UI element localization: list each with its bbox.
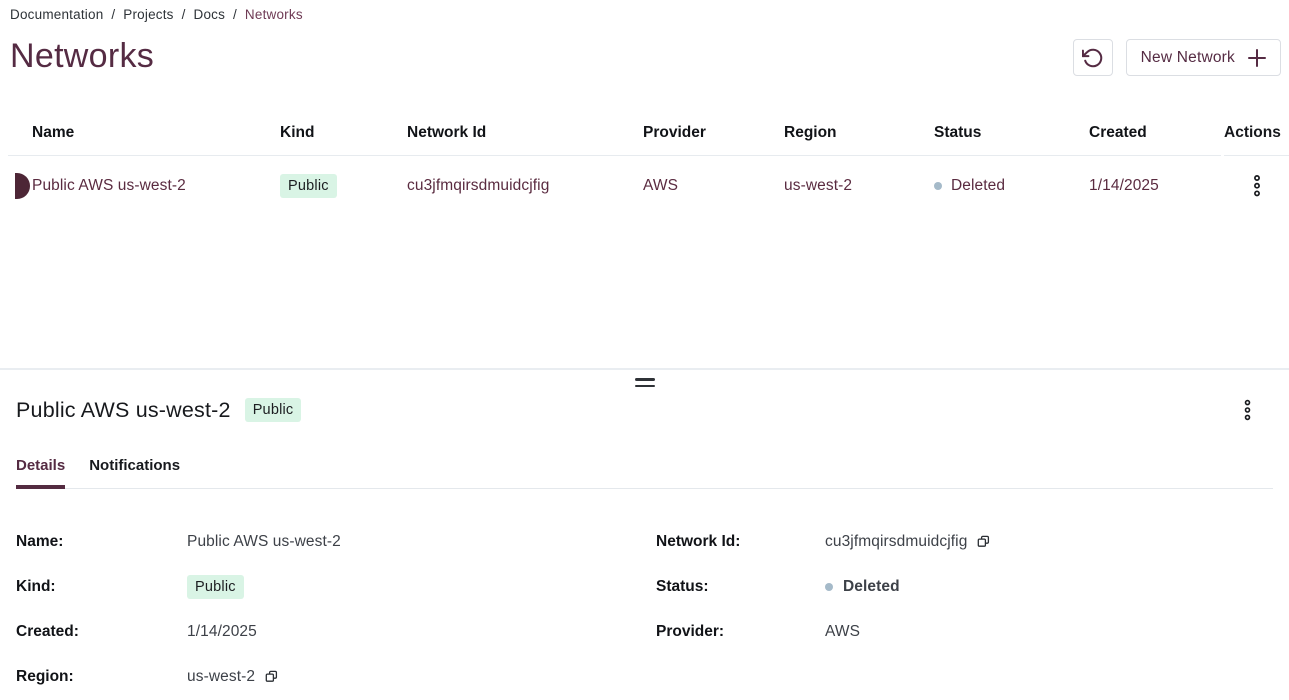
tab-notifications[interactable]: Notifications [89,457,181,474]
kind-badge: Public [280,174,337,198]
breadcrumb-docs[interactable]: Docs [193,7,226,22]
breadcrumb-current-networks: Networks [244,7,303,22]
detail-drawer: Public AWS us-west-2 Public Details Noti… [0,368,1289,700]
drag-handle-bar [634,384,655,387]
refresh-button[interactable] [1072,39,1113,76]
detail-value-region: us-west-2 [187,667,256,685]
header-actions: New Network [1072,39,1281,76]
breadcrumb: Documentation / Projects / Docs / Networ… [0,0,1289,22]
tab-details[interactable]: Details [16,457,66,489]
copy-icon [265,670,278,683]
drawer-kind-badge: Public [244,398,302,422]
column-header-kind: Kind [280,124,315,141]
kebab-menu-icon [1252,174,1262,198]
new-network-button-label: New Network [1140,48,1235,66]
detail-value-network-id: cu3jfmqirsdmuidcjfig [825,532,968,550]
drag-handle-bar [634,378,655,381]
detail-label: Name: [16,532,64,550]
column-header-provider: Provider [643,124,706,141]
detail-row-network-id: Network Id: cu3jfmqirsdmuidcjfig [656,519,1273,564]
drawer-title: Public AWS us-west-2 [16,397,231,422]
page-header: Networks New Network [0,34,1289,78]
detail-label: Status: [656,577,709,595]
detail-label: Region: [16,667,74,685]
drawer-tabs: Details Notifications [16,457,1273,489]
drawer-drag-handle[interactable] [632,378,658,387]
status-dot-icon [825,582,833,591]
column-header-actions: Actions [1224,111,1289,156]
detail-label: Kind: [16,577,56,595]
breadcrumb-separator: / [233,7,237,22]
detail-row-status: Status: Deleted [656,564,1273,609]
page-title: Networks [10,37,155,75]
cell-created: 1/14/2025 [1089,177,1159,194]
plus-icon [1248,48,1266,67]
column-header-region: Region [784,124,837,141]
drawer-actions-menu-button[interactable] [1237,395,1258,425]
detail-value-status: Deleted [843,577,900,595]
breadcrumb-documentation[interactable]: Documentation [10,7,104,22]
drawer-header: Public AWS us-west-2 Public [0,395,1289,425]
row-actions-menu-button[interactable] [1246,170,1268,202]
breadcrumb-projects[interactable]: Projects [123,7,174,22]
detail-kind-badge: Public [187,574,244,599]
cell-status: Deleted [934,177,1089,195]
rotate-ccw-icon [1081,47,1104,69]
detail-label: Provider: [656,622,725,640]
table-header-row: Name Kind Network Id Provider Region Sta… [8,111,1289,156]
new-network-button[interactable]: New Network [1125,39,1281,76]
column-header-network-id: Network Id [407,124,487,141]
detail-row-created: Created: 1/14/2025 [16,609,656,654]
column-header-name: Name [32,124,75,141]
detail-row-provider: Provider: AWS [656,609,1273,654]
kebab-menu-icon [1243,399,1252,421]
detail-value-name: Public AWS us-west-2 [187,532,341,550]
cell-provider: AWS [643,177,679,194]
detail-value-created: 1/14/2025 [187,622,257,640]
detail-row-name: Name: Public AWS us-west-2 [16,519,656,564]
status-text: Deleted [951,177,1006,194]
detail-value-provider: AWS [825,622,861,640]
detail-label: Network Id: [656,532,741,550]
details-panel: Name: Public AWS us-west-2 Kind: Public … [0,519,1289,699]
table-row[interactable]: Public AWS us-west-2 Public cu3jfmqirsdm… [8,156,1289,216]
breadcrumb-separator: / [111,7,116,22]
detail-label: Created: [16,622,79,640]
detail-row-kind: Kind: Public [16,564,656,609]
column-header-status: Status [934,124,982,141]
detail-row-region: Region: us-west-2 [16,654,656,699]
selected-row-indicator [15,173,30,199]
status-dot-icon [934,182,942,190]
networks-table: Name Kind Network Id Provider Region Sta… [0,111,1289,216]
copy-region-button[interactable] [265,670,278,683]
copy-network-id-button[interactable] [977,535,990,548]
column-header-created: Created [1089,124,1147,141]
cell-region: us-west-2 [784,177,853,194]
cell-name: Public AWS us-west-2 [32,177,186,194]
breadcrumb-separator: / [181,7,186,22]
copy-icon [977,535,990,548]
cell-network-id: cu3jfmqirsdmuidcjfig [407,177,550,194]
